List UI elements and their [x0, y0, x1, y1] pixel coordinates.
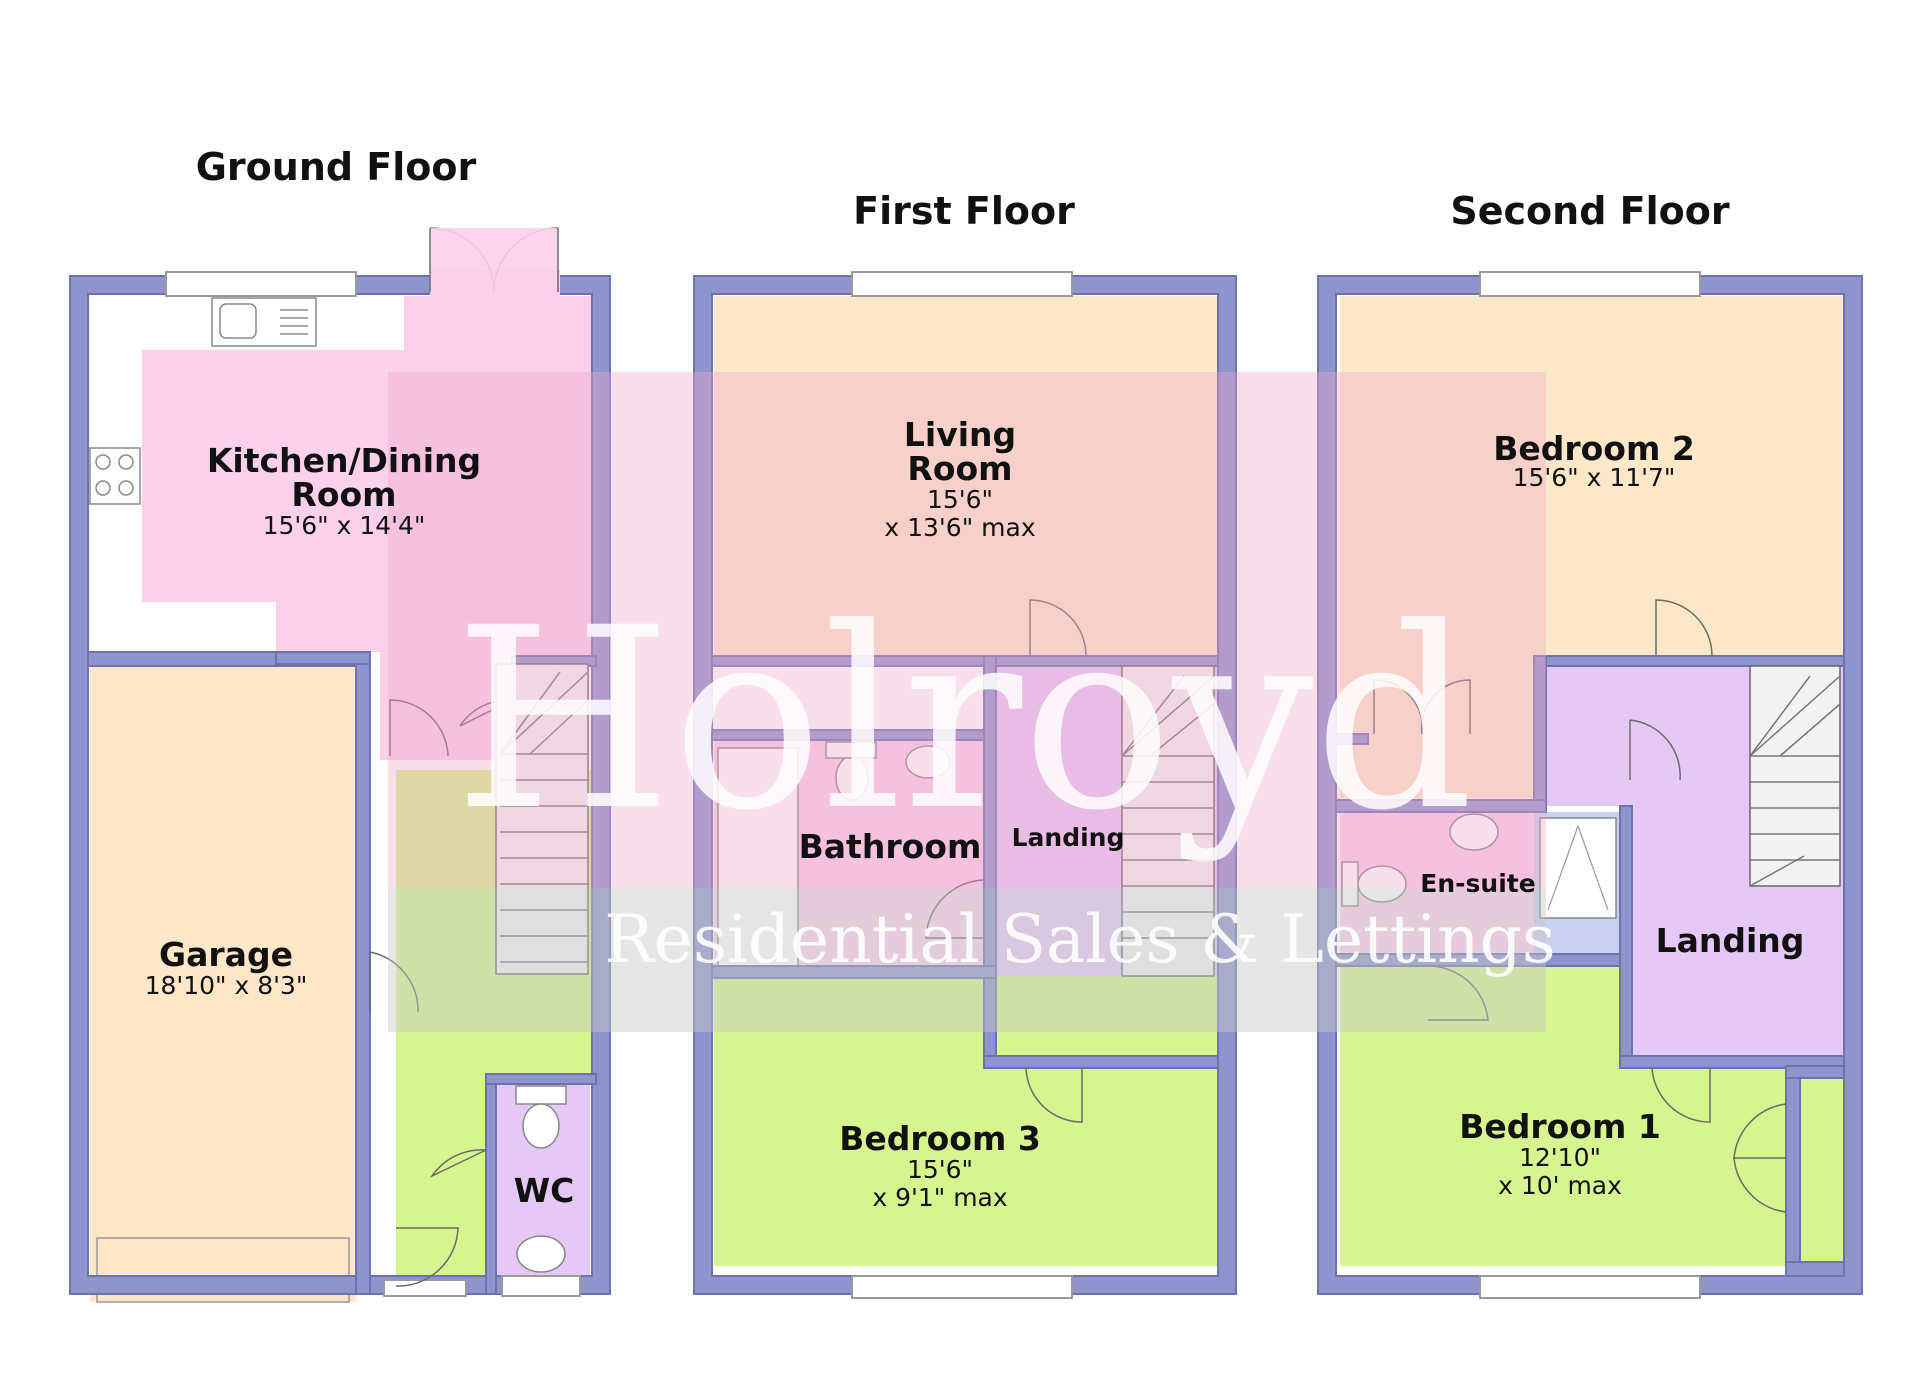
- room-dim-living-2: x 13'6" max: [884, 513, 1035, 542]
- door-kitchen-hall: [389, 699, 449, 757]
- ground-stair-treads: [499, 671, 589, 963]
- door-bed1-wardrobe-top: [1733, 1103, 1787, 1159]
- labels: Ground Floor First Floor Second Floor Ki…: [145, 145, 1805, 1212]
- wc-cistern-icon: [515, 1085, 567, 1105]
- door-wc: [429, 1149, 487, 1178]
- room-dim-garage: 18'10" x 8'3": [145, 971, 308, 1000]
- first-staircase: [1121, 665, 1215, 977]
- wall-landing2-left: [1619, 805, 1633, 1067]
- ground-window-top: [165, 271, 357, 297]
- door-bedroom1: [1651, 1067, 1711, 1123]
- door-living: [1029, 599, 1087, 657]
- room-dim-kitchen: 15'6" x 14'4": [263, 511, 426, 540]
- wall-ensuite-top: [1335, 799, 1547, 813]
- wall-bed2-bottom: [1537, 655, 1845, 667]
- french-door-fill: [431, 228, 557, 292]
- room-fill-kitchen: [142, 296, 596, 760]
- floor-title-first: First Floor: [853, 189, 1075, 233]
- watermark-pink-band: [388, 372, 1546, 888]
- room-name-bedroom2: Bedroom 2: [1493, 429, 1695, 468]
- wall-bathroom-bottom: [711, 965, 997, 979]
- first-floor: [693, 271, 1237, 1299]
- watermark-tagline: Residential Sales & Lettings: [604, 901, 1556, 978]
- room-name-bedroom3: Bedroom 3: [839, 1119, 1041, 1158]
- room-name-bedroom1: Bedroom 1: [1459, 1107, 1661, 1146]
- ground-front-door-gap: [383, 1279, 467, 1297]
- shower-icon: [1539, 817, 1617, 919]
- drainer-icon: [280, 309, 308, 335]
- room-fill-bedroom3-ext: [994, 1066, 1218, 1266]
- door-ensuite: [1427, 965, 1489, 1021]
- room-dim-bedroom1-2: x 10' max: [1498, 1171, 1622, 1200]
- ensuite-basin-icon: [1449, 813, 1499, 851]
- room-name-living-2: Room: [907, 449, 1012, 488]
- door-garage-hall: [369, 951, 419, 1013]
- room-name-ensuite: En-suite: [1420, 869, 1535, 898]
- wall-wc-left: [485, 1075, 497, 1295]
- ground-floor: [69, 227, 611, 1303]
- room-name-kitchen-2: Room: [291, 475, 396, 514]
- second-stair-treads: [1749, 675, 1841, 887]
- bath-tub-icon: [717, 747, 799, 969]
- second-window-bottom: [1479, 1275, 1701, 1299]
- room-dim-bedroom3-2: x 9'1" max: [872, 1183, 1007, 1212]
- first-stair-treads: [1121, 675, 1215, 939]
- door-bedroom2: [1655, 599, 1713, 657]
- wall-bed1-cupboard-2: [1785, 1065, 1845, 1079]
- door-bed1-wardrobe-bottom: [1733, 1157, 1787, 1213]
- room-fill-bedroom2: [1340, 296, 1844, 658]
- wall-garage-right: [355, 651, 371, 1295]
- door-front: [395, 1227, 459, 1287]
- first-window-bottom: [851, 1275, 1073, 1299]
- second-floor: [1317, 271, 1863, 1299]
- wall-bed1-cupboard: [1785, 1065, 1801, 1267]
- room-name-landing-first: Landing: [1012, 823, 1125, 852]
- wall-bathroom-top-inner: [711, 729, 985, 741]
- room-name-kitchen: Kitchen/Dining: [207, 441, 481, 480]
- floor-title-second: Second Floor: [1450, 189, 1729, 233]
- room-fill-garage: [90, 666, 356, 1302]
- door-bedroom3: [1025, 1067, 1083, 1123]
- door-bathroom: [925, 879, 985, 939]
- room-fill-living: [714, 296, 1218, 658]
- floor-title-ground: Ground Floor: [196, 145, 477, 189]
- wall-landing-bottom: [983, 1055, 1219, 1069]
- watermark: Holroyd Residential Sales & Lettings: [388, 372, 1556, 1032]
- room-name-wc: WC: [514, 1171, 575, 1210]
- room-name-landing-second: Landing: [1656, 921, 1805, 960]
- first-window-top: [851, 271, 1073, 297]
- wc-basin-icon: [516, 1235, 566, 1273]
- hob-icon: [89, 447, 141, 505]
- door-landing-cupboard: [1629, 719, 1681, 781]
- room-dim-bedroom3: 15'6": [907, 1155, 973, 1184]
- sink-bowl-icon: [219, 303, 257, 339]
- room-name-living: Living: [904, 415, 1016, 454]
- hob-ring-icon: [95, 454, 134, 496]
- second-staircase: [1749, 665, 1841, 887]
- watermark-brand: Holroyd: [454, 574, 1474, 865]
- wall-kitchen-bottom: [275, 651, 371, 665]
- room-fill-bedroom1: [1340, 964, 1844, 1266]
- room-dim-bedroom2: 15'6" x 11'7": [1513, 463, 1676, 492]
- door-wardrobe-right: [1420, 679, 1471, 735]
- wall-wc-top: [485, 1073, 597, 1085]
- room-dim-bedroom1: 12'10": [1519, 1143, 1601, 1172]
- ground-window-wc: [501, 1275, 581, 1297]
- bathroom-cistern-icon: [825, 741, 877, 759]
- wall-ensuite-top-2: [1335, 733, 1369, 745]
- room-name-bathroom: Bathroom: [799, 827, 982, 866]
- wall-living-bottom: [711, 655, 1219, 667]
- ensuite-cistern-icon: [1341, 861, 1359, 907]
- shower-tray-lines-icon: [1547, 825, 1609, 911]
- watermark-grey-band: [388, 888, 1546, 1032]
- room-name-garage: Garage: [159, 935, 293, 974]
- toilet-icon: [522, 1103, 560, 1149]
- wall-bed1-cupboard-3: [1785, 1261, 1845, 1277]
- bathroom-basin-icon: [905, 745, 951, 779]
- room-fill-bedroom2-ext: [1340, 658, 1534, 798]
- second-window-top: [1479, 271, 1701, 297]
- room-dim-living: 15'6": [927, 485, 993, 514]
